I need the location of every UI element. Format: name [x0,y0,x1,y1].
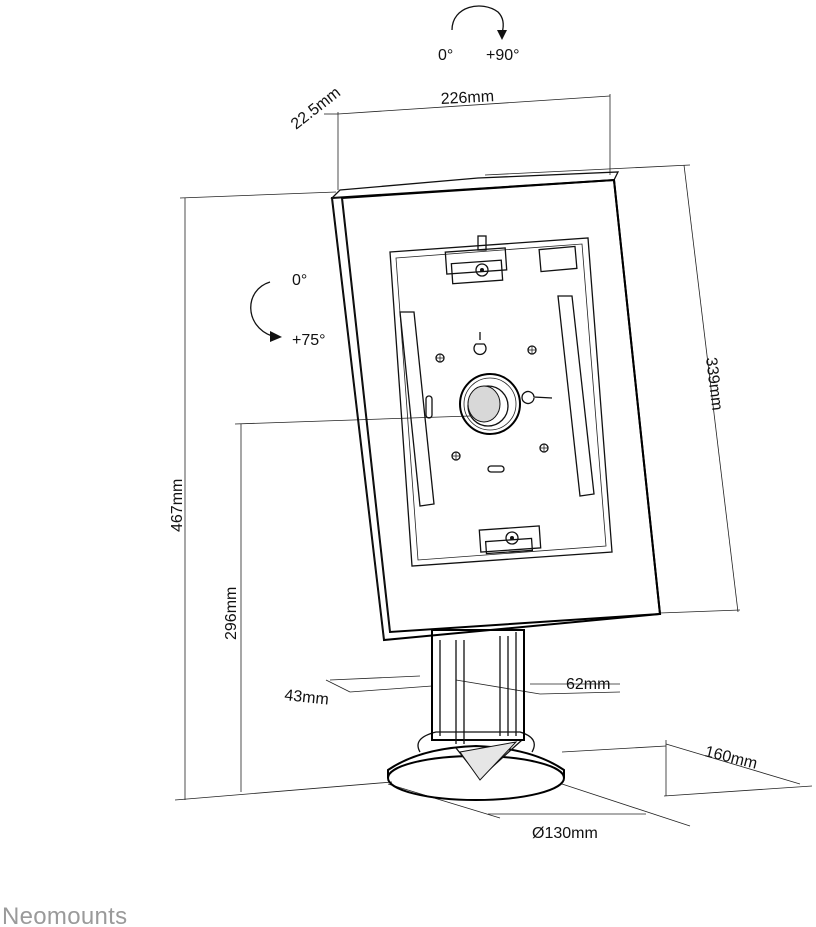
tablet-enclosure [330,171,662,642]
pole-height-dimension-label: 296mm [223,587,240,640]
bottom-clamp [478,525,542,555]
top-clamp [444,235,508,285]
stand-pole [431,629,525,744]
rotation-side-indicator: 0° +75° [250,272,326,349]
pole-dimension-lines: 43mm 62mm [284,675,621,709]
rotation-top-indicator: 0° +90° [438,5,520,64]
base-diameter-dimension-label: Ø130mm [532,825,598,842]
rotation-top-from-label: 0° [438,47,453,64]
central-mount-hub [459,373,521,435]
base-depth-dimension-label: 160mm [703,743,759,772]
total-height-dimension-lines: 467mm [169,191,393,801]
frame-height-dimension-label: 339mm [702,356,725,411]
mounting-screws [435,345,549,461]
depth-dimension-label: 22.5mm [288,84,344,133]
frame-height-dimension-lines: 339mm [484,164,741,614]
pole-depth-dimension-label: 43mm [284,687,330,709]
total-height-dimension-label: 467mm [169,479,186,532]
rotation-side-arrow-icon [250,281,273,337]
rotation-side-from-label: 0° [292,272,307,289]
base-dimension-lines: 160mm Ø130mm [387,740,813,842]
rotation-top-arrow-icon [451,5,504,34]
stand-base [387,731,565,801]
width-dimension-label: 226mm [440,88,494,108]
pole-width-dimension-label: 62mm [566,676,610,693]
rotation-top-to-label: +90° [486,47,520,64]
rotation-side-to-label: +75° [292,332,326,349]
brand-logo: Neomounts [2,903,127,927]
